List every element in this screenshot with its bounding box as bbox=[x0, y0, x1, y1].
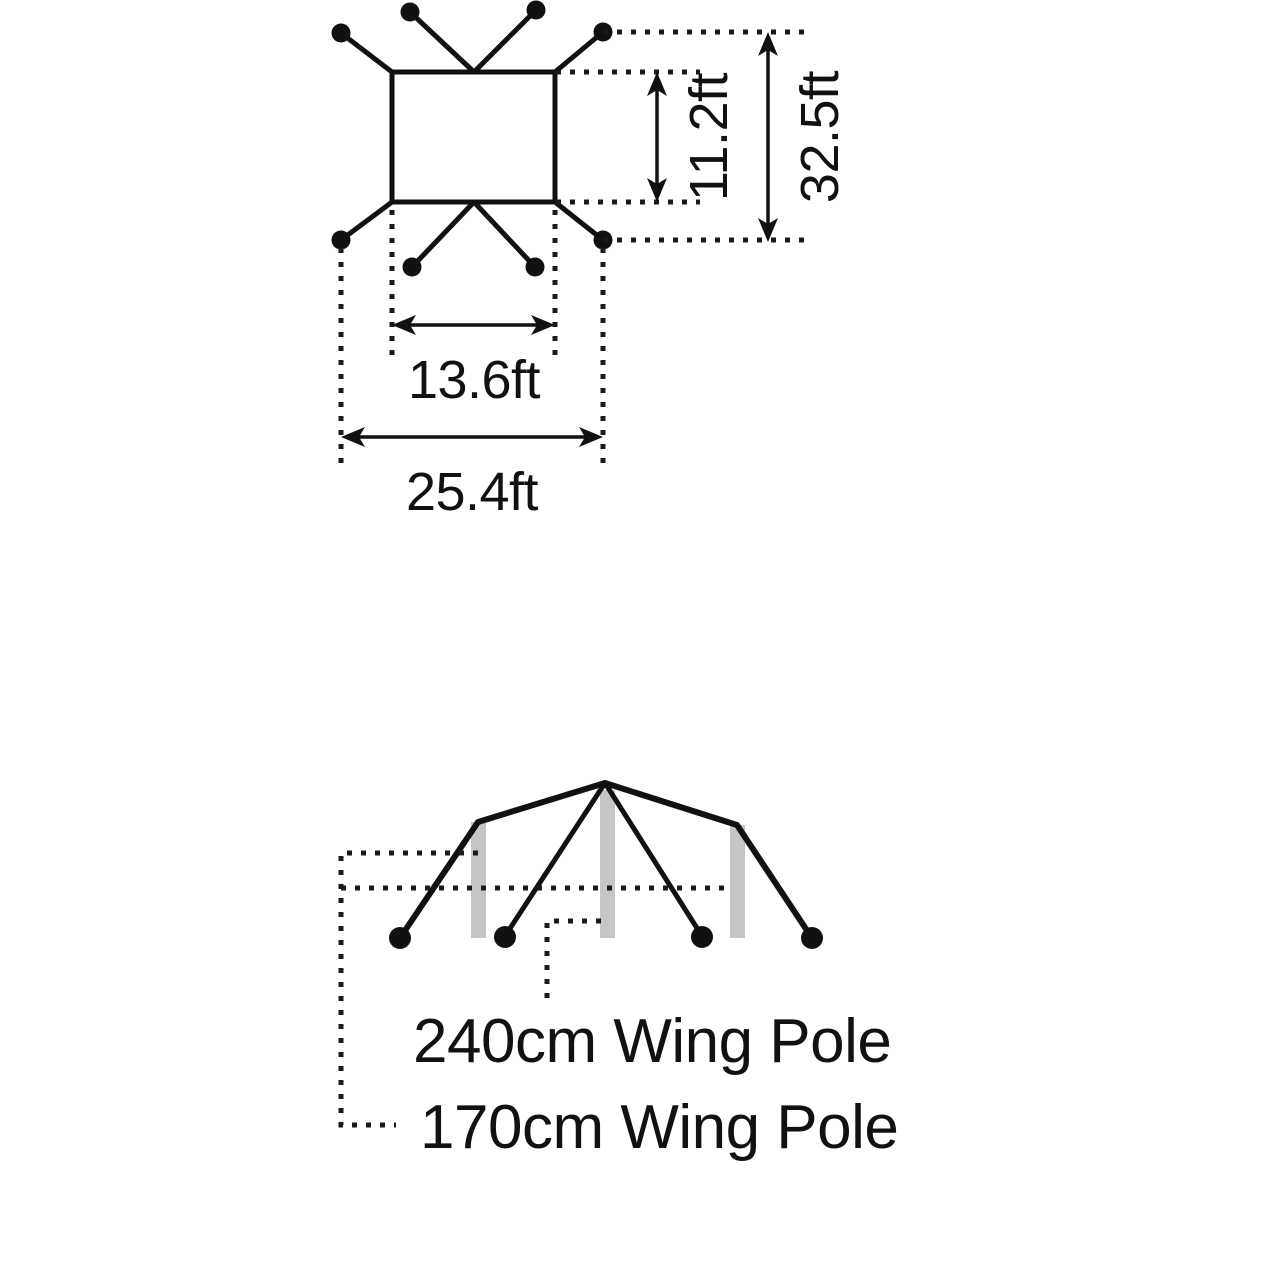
peg-dot-top-inner-right bbox=[526, 0, 546, 20]
arrowhead-32-5ft-bottom bbox=[758, 218, 778, 242]
top-down-footprint-view: 11.2ft 32.5ft 13.6ft 25.4ft bbox=[331, 0, 850, 522]
tent-body-footprint-rect bbox=[389, 69, 558, 205]
pole-left-170cm bbox=[471, 822, 486, 938]
guy-line-side-inner-right bbox=[602, 780, 705, 939]
extension-lines-vertical bbox=[338, 210, 606, 470]
guy-lines-side-view bbox=[502, 780, 705, 939]
arrowhead-25-4ft-right bbox=[579, 427, 603, 447]
side-elevation-view: 240cm Wing Pole 170cm Wing Pole bbox=[338, 780, 899, 1162]
peg-dot-side-inner-left bbox=[494, 926, 516, 948]
dimension-label-inner-depth: 11.2ft bbox=[679, 72, 739, 201]
guy-line-side-inner-left bbox=[502, 780, 608, 939]
dimension-outer-depth: 32.5ft bbox=[758, 32, 850, 242]
guy-line-bottom-right-inner bbox=[471, 199, 538, 270]
peg-dot-side-far-left bbox=[389, 927, 411, 949]
dimension-label-outer-depth: 32.5ft bbox=[790, 70, 850, 203]
peg-dot-bottom-left-corner bbox=[331, 230, 351, 250]
guy-lines-top bbox=[338, 7, 606, 75]
guy-line-top-left-inner bbox=[407, 9, 477, 75]
arrowhead-11-2ft-bottom bbox=[647, 178, 667, 202]
guy-line-top-left-corner bbox=[338, 30, 395, 75]
arrowhead-13-6ft-left bbox=[392, 315, 416, 335]
dimension-outer-width: 25.4ft bbox=[341, 427, 603, 522]
peg-dot-bottom-inner-left bbox=[402, 257, 422, 277]
peg-dot-side-far-right bbox=[801, 927, 823, 949]
dimension-inner-width: 13.6ft bbox=[392, 315, 555, 410]
legend-label-240cm-wing-pole: 240cm Wing Pole bbox=[413, 1007, 891, 1076]
arrowhead-32-5ft-top bbox=[758, 32, 778, 56]
peg-dots-side-view bbox=[389, 926, 823, 949]
peg-dot-side-inner-right bbox=[691, 926, 713, 948]
extension-lines-horizontal bbox=[556, 29, 812, 243]
pole-center-240cm bbox=[600, 790, 615, 938]
peg-dot-bottom-inner-right bbox=[525, 257, 545, 277]
peg-dot-top-inner-left bbox=[400, 2, 420, 22]
peg-dot-top-left-corner bbox=[331, 23, 351, 43]
legend-label-170cm-wing-pole: 170cm Wing Pole bbox=[420, 1093, 898, 1162]
guy-line-bottom-right-corner bbox=[552, 199, 606, 243]
guy-lines-bottom bbox=[338, 199, 606, 270]
leader-line-240cm bbox=[544, 918, 601, 1005]
arrowhead-13-6ft-right bbox=[531, 315, 555, 335]
guy-line-bottom-left-inner bbox=[409, 199, 477, 270]
leader-line-170cm bbox=[338, 850, 478, 1128]
guy-line-bottom-left-corner bbox=[338, 199, 395, 243]
dimension-label-outer-width: 25.4ft bbox=[406, 462, 539, 522]
dimension-inner-depth: 11.2ft bbox=[647, 72, 739, 202]
wing-poles bbox=[471, 790, 745, 938]
arrowhead-11-2ft-top bbox=[647, 72, 667, 96]
pole-right-170cm bbox=[730, 825, 745, 938]
dimension-label-inner-width: 13.6ft bbox=[408, 350, 541, 410]
guy-line-top-right-inner bbox=[471, 7, 539, 75]
guy-line-top-right-corner bbox=[552, 29, 606, 75]
arrowhead-25-4ft-left bbox=[341, 427, 365, 447]
